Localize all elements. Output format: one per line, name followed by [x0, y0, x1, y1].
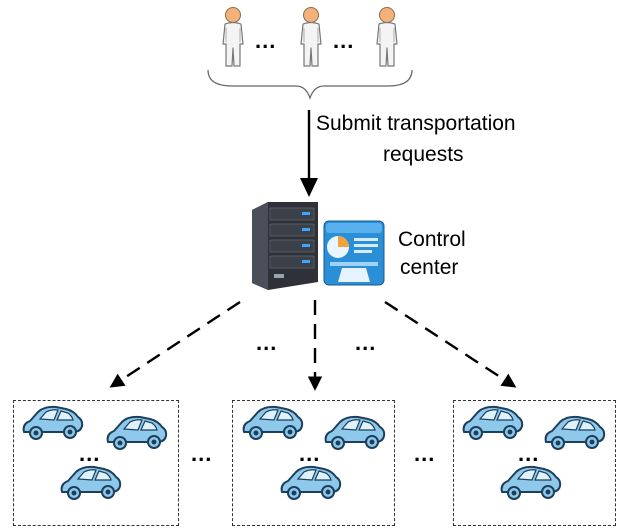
users-ellipsis: ...	[255, 28, 277, 53]
arrows-ellipsis: ...	[256, 330, 278, 355]
cars-ellipsis: ...	[79, 441, 101, 466]
person-icon	[376, 6, 398, 67]
vehicle-group-3	[453, 400, 616, 526]
person-icon	[222, 6, 244, 67]
users-ellipsis: ...	[333, 28, 355, 53]
groups-ellipsis: ...	[414, 441, 436, 466]
control-center-label-line1: Control	[398, 228, 466, 251]
server-icon	[252, 202, 318, 290]
groups-ellipsis: ...	[191, 441, 213, 466]
person-icon	[300, 6, 322, 67]
vehicle-group-2	[232, 400, 395, 526]
cars-ellipsis: ...	[299, 441, 321, 466]
submit-requests-label-line2: requests	[383, 143, 464, 166]
dashboard-app-icon	[323, 220, 385, 286]
control-center-label-line2: center	[400, 256, 459, 279]
cars-ellipsis: ...	[518, 441, 540, 466]
dispatch-arrow-right	[384, 300, 517, 388]
dispatch-arrow-left	[109, 300, 241, 388]
arrows-ellipsis: ...	[355, 330, 377, 355]
vehicle-group-1	[13, 400, 179, 526]
users-brace	[207, 69, 413, 100]
submit-requests-label-line1: Submit transportation	[316, 112, 516, 135]
